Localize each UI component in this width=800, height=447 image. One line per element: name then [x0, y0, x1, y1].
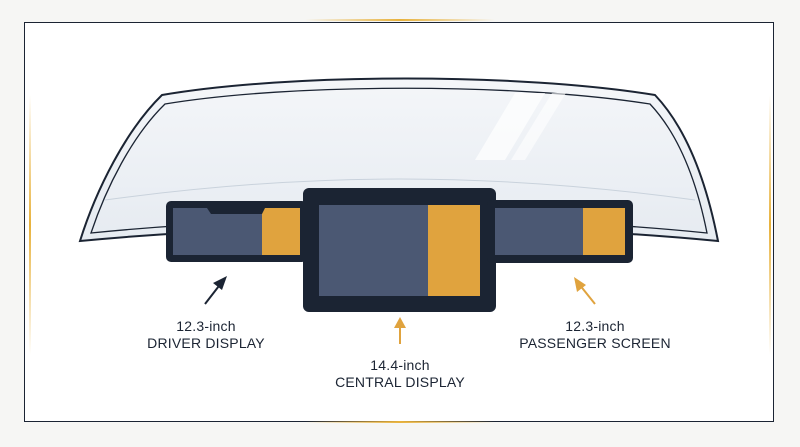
- passenger-display-label: 12.3-inch PASSENGER SCREEN: [505, 318, 685, 352]
- passenger-display-size: 12.3-inch: [565, 318, 625, 334]
- left-accent-glow: [29, 95, 31, 355]
- right-accent-glow: [769, 95, 771, 355]
- passenger-display: [487, 200, 633, 263]
- passenger-arrow: [574, 277, 596, 305]
- central-display: [303, 188, 496, 312]
- central-arrow: [394, 317, 406, 344]
- top-accent-glow: [305, 19, 495, 21]
- bottom-accent-glow: [305, 421, 495, 423]
- driver-arrow: [204, 276, 227, 305]
- driver-display-name: DRIVER DISPLAY: [147, 335, 265, 351]
- glass-reflection: [511, 93, 566, 160]
- driver-display: [166, 201, 307, 262]
- driver-display-label: 12.3-inch DRIVER DISPLAY: [126, 318, 286, 352]
- glass-reflection: [475, 93, 545, 160]
- driver-display-size: 12.3-inch: [176, 318, 236, 334]
- central-display-size: 14.4-inch: [370, 357, 430, 373]
- passenger-display-name: PASSENGER SCREEN: [519, 335, 671, 351]
- central-display-name: CENTRAL DISPLAY: [335, 374, 465, 390]
- central-display-label: 14.4-inch CENTRAL DISPLAY: [320, 357, 480, 391]
